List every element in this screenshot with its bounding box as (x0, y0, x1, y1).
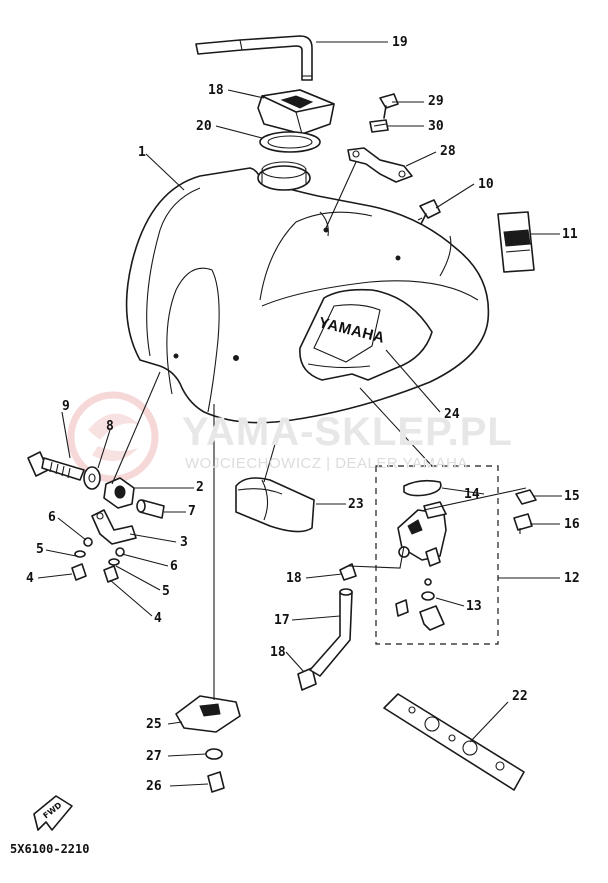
callout-6-right[interactable]: 6 (170, 559, 178, 574)
breather-hose[interactable] (195, 35, 313, 81)
fuel-cock[interactable] (397, 501, 447, 567)
tank-pad[interactable] (235, 477, 315, 533)
screw-small[interactable] (395, 578, 432, 617)
callout-24[interactable]: 24 (444, 407, 460, 422)
plate-22[interactable] (383, 693, 525, 791)
cock-gasket-14[interactable] (403, 479, 442, 497)
callout-28[interactable]: 28 (440, 144, 456, 159)
callout-4-left[interactable]: 4 (26, 571, 34, 586)
watermark-dealer: WOJCIECHOWICZ | DEALER YAMAHA (185, 455, 468, 472)
callout-10[interactable]: 10 (478, 177, 494, 192)
fuel-cock-group-box (375, 465, 499, 645)
fuel-tank[interactable] (125, 161, 490, 424)
callout-18-top[interactable]: 18 (286, 571, 302, 586)
bolt-9[interactable] (27, 451, 85, 481)
damper-11[interactable] (497, 211, 535, 273)
callout-25[interactable]: 25 (146, 717, 162, 732)
callout-17[interactable]: 17 (274, 613, 290, 628)
diagram-code: 5X6100-2210 (10, 842, 90, 856)
nut-15[interactable] (515, 489, 537, 505)
watermark-brand: YAMA-SKLEP.PL (182, 410, 513, 454)
callout-30[interactable]: 30 (428, 119, 444, 134)
callout-2[interactable]: 2 (196, 480, 204, 495)
callout-18-bottom[interactable]: 18 (270, 645, 286, 660)
washer-5-right[interactable] (108, 558, 120, 566)
callout-23[interactable]: 23 (348, 497, 364, 512)
bolt-26[interactable] (207, 771, 225, 793)
callout-5-right[interactable]: 5 (162, 584, 170, 599)
bolt-16[interactable] (513, 513, 533, 534)
callout-9[interactable]: 9 (62, 399, 70, 414)
callout-4-right[interactable]: 4 (154, 611, 162, 626)
callout-20[interactable]: 20 (196, 119, 212, 134)
collar-7[interactable] (136, 499, 165, 519)
washer-27[interactable] (205, 748, 223, 760)
fuel-hose-17[interactable] (309, 588, 353, 677)
cap-gasket[interactable] (259, 131, 321, 153)
washer-5-left[interactable] (74, 550, 86, 558)
callout-19[interactable]: 18 (208, 83, 224, 98)
leader-lines (37, 41, 562, 787)
filter-cup[interactable] (419, 605, 445, 631)
o-ring-13[interactable] (421, 591, 435, 601)
callout-29[interactable]: 29 (428, 94, 444, 109)
collar-bracket[interactable] (103, 477, 135, 509)
bolt-29[interactable] (379, 93, 399, 119)
callout-6-left[interactable]: 6 (48, 510, 56, 525)
callout-7[interactable]: 7 (188, 504, 196, 519)
callout-3[interactable]: 3 (180, 535, 188, 550)
stay-3[interactable] (91, 509, 137, 545)
bolt-10[interactable] (417, 199, 441, 227)
callout-16[interactable]: 16 (564, 517, 580, 532)
callout-11[interactable]: 11 (562, 227, 578, 242)
callout-5-left[interactable]: 5 (36, 542, 44, 557)
tank-bracket[interactable] (347, 147, 413, 183)
fuel-cap[interactable] (257, 89, 335, 135)
callout-1[interactable]: 1 (138, 145, 146, 160)
hose-clip-18-bottom[interactable] (297, 667, 317, 691)
watermark-logo (67, 391, 159, 483)
callout-26[interactable]: 26 (146, 779, 162, 794)
callout-27[interactable]: 27 (146, 749, 162, 764)
bracket-25[interactable] (175, 695, 241, 733)
bolt-4-right[interactable] (103, 565, 119, 583)
callout-15[interactable]: 15 (564, 489, 580, 504)
clip-30[interactable] (369, 119, 389, 133)
callout-12[interactable]: 12 (564, 571, 580, 586)
callout-13[interactable]: 13 (466, 599, 482, 614)
callout-22[interactable]: 22 (512, 689, 528, 704)
washer-8[interactable] (83, 466, 101, 490)
callout-21[interactable]: 19 (392, 35, 408, 50)
callout-8[interactable]: 8 (106, 419, 114, 434)
callout-14[interactable]: 14 (464, 487, 480, 502)
nut-6-right[interactable] (115, 547, 125, 557)
bolt-4-left[interactable] (71, 563, 87, 581)
